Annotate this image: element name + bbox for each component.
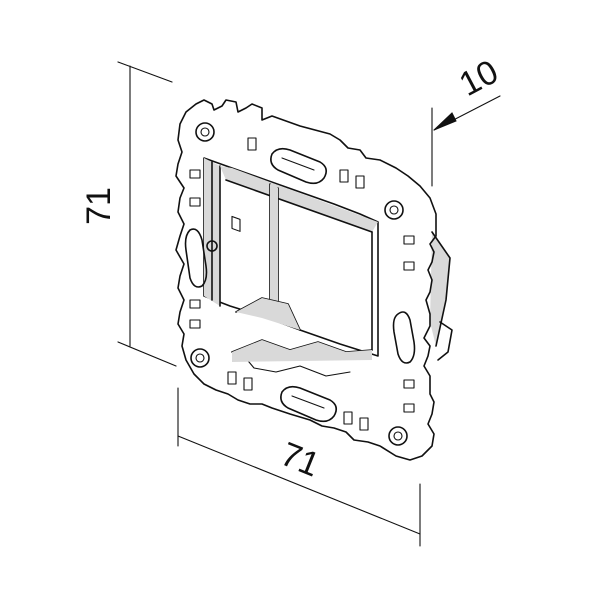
- mounting-frame: [175, 99, 453, 461]
- height-extension-bottom: [117, 341, 177, 367]
- screw-hole-bottom-right: [388, 426, 408, 446]
- depth-dimension: 10: [431, 53, 504, 187]
- depth-arrow-head: [433, 112, 457, 131]
- bottom-slot: [280, 385, 338, 423]
- frame-depth-face: [430, 232, 450, 346]
- height-extension-top: [117, 61, 173, 83]
- width-dimension: 71: [177, 387, 421, 547]
- screw-hole-top-right: [384, 200, 404, 220]
- right-slot: [392, 311, 416, 364]
- screw-hole-bottom-left: [190, 348, 210, 368]
- frame-notches: [189, 137, 415, 431]
- width-dimension-line: [177, 435, 421, 535]
- width-label: 71: [275, 435, 324, 484]
- height-dimension: 71: [80, 61, 177, 367]
- screw-hole-top-left: [195, 122, 215, 142]
- left-slot: [184, 228, 208, 288]
- frame-inner-opening: [203, 157, 379, 357]
- top-slot: [270, 147, 328, 185]
- depth-label: 10: [453, 53, 504, 104]
- frame-outer-outline: [175, 99, 437, 461]
- inner-top-wall: [220, 166, 378, 232]
- height-label: 71: [80, 187, 118, 225]
